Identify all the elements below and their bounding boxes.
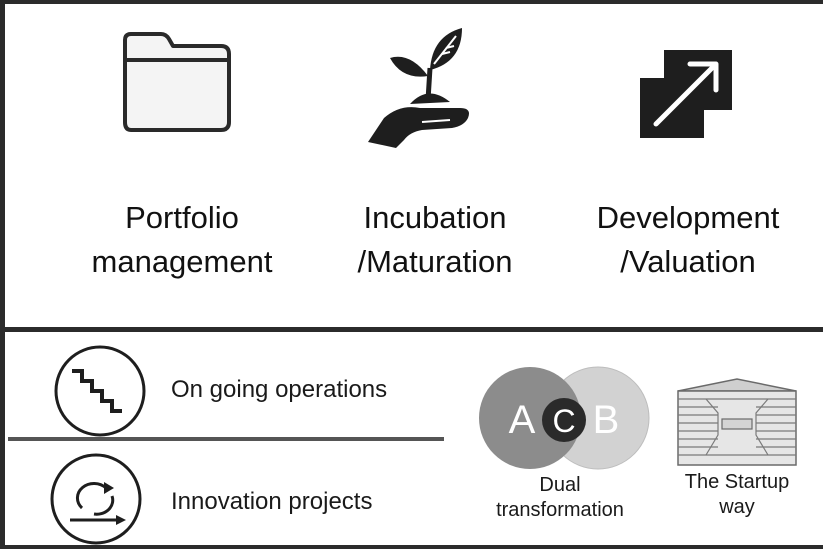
development-line1: Development	[596, 200, 780, 235]
startup-way-label: The Startup way	[662, 470, 812, 520]
development-valuation-label: Development /Valuation	[568, 196, 808, 284]
cycle-arrows-icon	[48, 452, 146, 546]
dual-line1: Dual	[539, 474, 581, 496]
subsection-divider	[8, 437, 444, 441]
incubation-maturation-label: Incubation /Maturation	[335, 196, 535, 284]
portfolio-line1: Portfolio	[125, 200, 239, 235]
frame-left-border	[0, 0, 5, 549]
incubation-line1: Incubation	[363, 200, 507, 235]
dual-transformation-label: Dual transformation	[470, 473, 650, 523]
venn-letter-a: A	[509, 398, 536, 442]
folder-icon	[117, 30, 235, 134]
venn-letter-b: B	[593, 398, 620, 442]
startup-line1: The Startup	[684, 471, 790, 493]
ongoing-operations-label: On going operations	[171, 376, 388, 403]
portfolio-line2: management	[91, 244, 273, 279]
frame-top-border	[0, 0, 823, 4]
startup-way-book-icon	[676, 378, 798, 467]
venn-letter-c: C	[552, 403, 575, 439]
venn-abc-icon: A C B	[476, 366, 652, 470]
incubation-line2: /Maturation	[357, 244, 513, 279]
startup-line2: way	[719, 496, 755, 518]
section-divider	[0, 327, 823, 332]
innovation-projects-label: Innovation projects	[171, 488, 373, 515]
frame-bottom-border	[0, 545, 823, 549]
dual-line2: transformation	[496, 499, 624, 521]
portfolio-management-label: Portfolio management	[82, 196, 282, 284]
plant-in-hand-icon	[360, 22, 480, 150]
stairs-icon	[52, 343, 148, 439]
expand-arrow-icon	[640, 50, 732, 138]
development-line2: /Valuation	[620, 244, 756, 279]
